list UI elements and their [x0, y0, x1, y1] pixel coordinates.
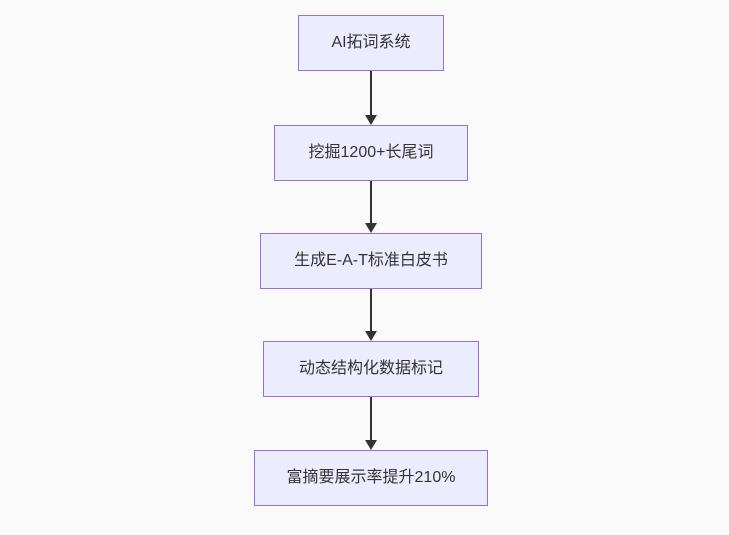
flow-node-longtail-mining: 挖掘1200+长尾词: [274, 125, 468, 181]
flow-arrow-3: [365, 289, 377, 341]
flow-node-label: 挖掘1200+长尾词: [308, 144, 434, 161]
flow-arrow-4: [365, 397, 377, 450]
arrow-head-icon: [365, 440, 377, 450]
flow-node-rich-snippet-result: 富摘要展示率提升210%: [254, 450, 488, 506]
flow-node-label: 动态结构化数据标记: [298, 360, 443, 377]
flow-arrow-1: [365, 71, 377, 125]
arrow-head-icon: [365, 115, 377, 125]
flow-node-label: 生成E-A-T标准白皮书: [294, 252, 448, 269]
arrow-head-icon: [365, 223, 377, 233]
arrow-line: [370, 181, 372, 223]
arrow-line: [370, 289, 372, 331]
flow-node-eat-whitepaper: 生成E-A-T标准白皮书: [260, 233, 482, 289]
arrow-head-icon: [365, 331, 377, 341]
flow-node-structured-data-markup: 动态结构化数据标记: [263, 341, 479, 397]
flow-arrow-2: [365, 181, 377, 233]
flow-node-ai-keyword-system: AI拓词系统: [298, 15, 444, 71]
arrow-line: [370, 397, 372, 440]
arrow-line: [370, 71, 372, 115]
flow-node-label: AI拓词系统: [331, 34, 411, 51]
flow-node-label: 富摘要展示率提升210%: [286, 469, 456, 486]
